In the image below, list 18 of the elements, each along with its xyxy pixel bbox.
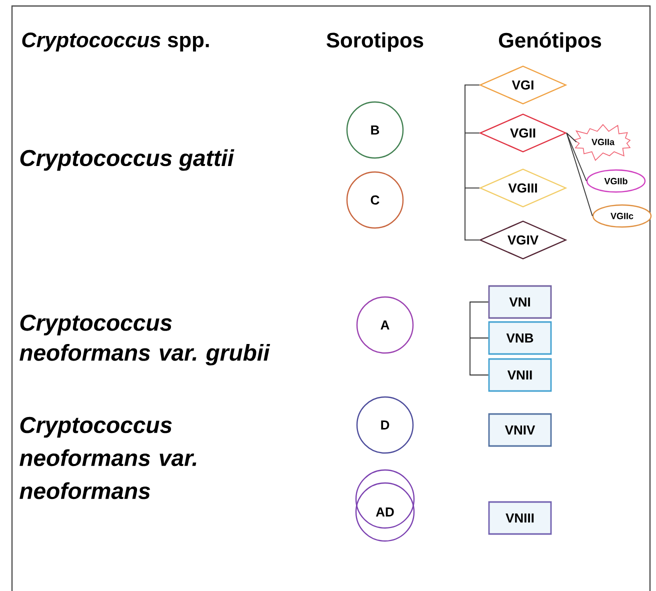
connector-line	[470, 374, 489, 376]
species-name: Cryptococcus gattii	[20, 149, 234, 171]
species-name: Cryptococcus neoformans var. neoformans	[20, 416, 196, 500]
genotype-box: VNIV	[488, 413, 552, 447]
genotype-box: VNI	[488, 285, 552, 319]
connector-line	[566, 132, 587, 182]
node-label: VGIIc	[610, 212, 634, 220]
genotype-box: VNIII	[488, 501, 552, 535]
column-heading: Genótipos	[498, 32, 602, 52]
connector-line	[464, 84, 480, 86]
species-name: Cryptococcus neoformans var. grubii	[20, 314, 270, 366]
connector-line	[566, 132, 593, 216]
connector-line	[566, 132, 577, 142]
connector-line	[464, 132, 480, 134]
genotype-box: VNB	[488, 321, 552, 355]
header: Cryptococcus spp.	[22, 32, 209, 52]
column-heading: Sorotipos	[326, 32, 424, 52]
genotype-box: VNII	[488, 358, 552, 392]
